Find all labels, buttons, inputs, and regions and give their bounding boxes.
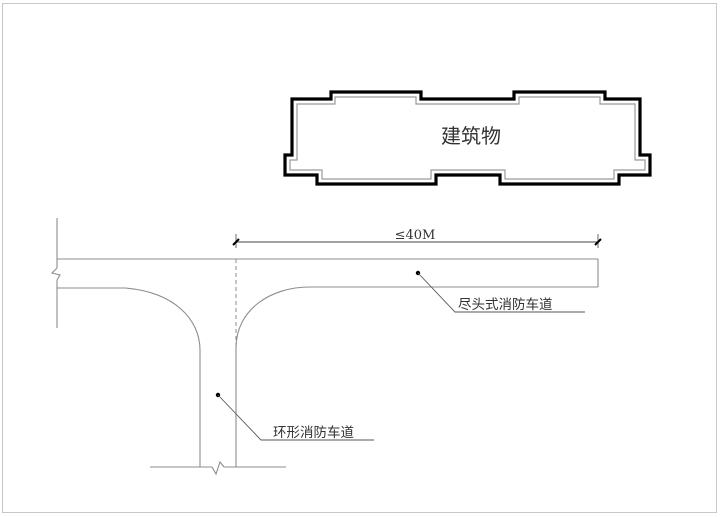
ring-road-leader — [215, 392, 374, 441]
building-label: 建筑物 — [441, 124, 501, 148]
dead-end-road-leader — [415, 270, 585, 313]
building: 建筑物 — [283, 90, 652, 186]
dimension-line — [232, 234, 602, 248]
dimension-tick-left — [232, 238, 240, 246]
building-outer-outline — [283, 90, 652, 186]
drawing-frame — [2, 3, 717, 513]
dimension-tick-right — [594, 238, 602, 246]
roads — [50, 218, 599, 476]
dead-end-road-label: 尽头式消防车道 — [458, 296, 553, 313]
building-inner-outline — [289, 96, 646, 180]
ring-road-label: 环形消防车道 — [273, 424, 354, 441]
dimension-label: ≤40M — [395, 228, 436, 243]
